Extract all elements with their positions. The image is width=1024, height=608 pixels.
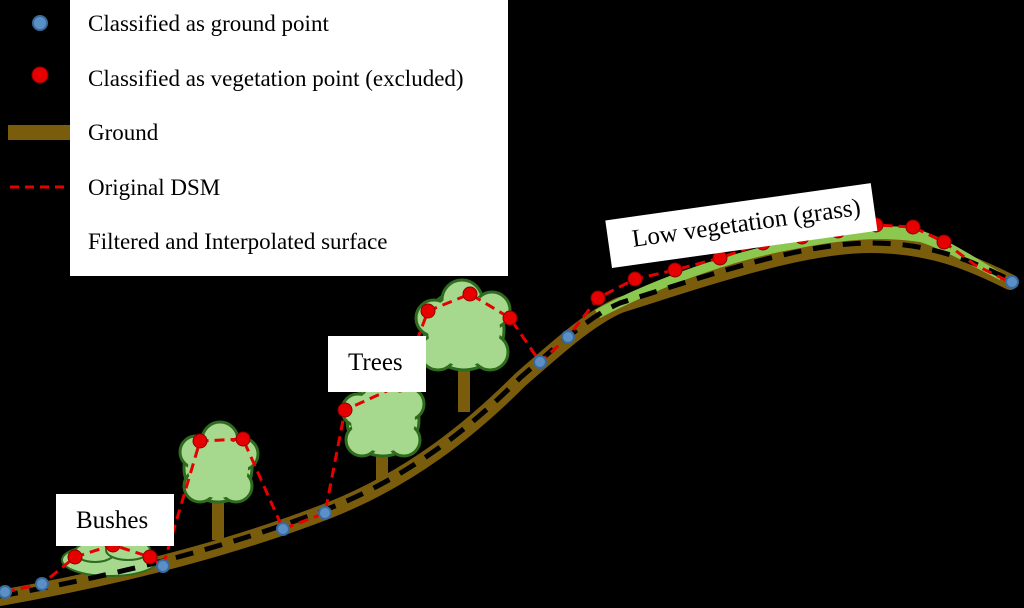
legend-label-ground: Ground	[88, 120, 159, 145]
ground-points	[0, 275, 1019, 599]
brown-band-icon	[8, 125, 70, 140]
legend-label-vegetation-point: Classified as vegetation point (excluded…	[88, 66, 464, 91]
legend-symbols	[8, 15, 70, 241]
grass-strip	[595, 226, 1000, 318]
bushes-label: Bushes	[56, 494, 174, 546]
tree-trunk	[458, 360, 470, 412]
blue-circle-icon	[32, 15, 48, 31]
legend-label-filtered-surface: Filtered and Interpolated surface	[88, 229, 388, 254]
red-circle-icon	[31, 66, 49, 84]
trees-label: Trees	[328, 336, 426, 392]
legend-label-ground-point: Classified as ground point	[88, 11, 329, 36]
legend: Classified as ground point Classified as…	[70, 0, 508, 276]
legend-label-original-dsm: Original DSM	[88, 175, 221, 200]
